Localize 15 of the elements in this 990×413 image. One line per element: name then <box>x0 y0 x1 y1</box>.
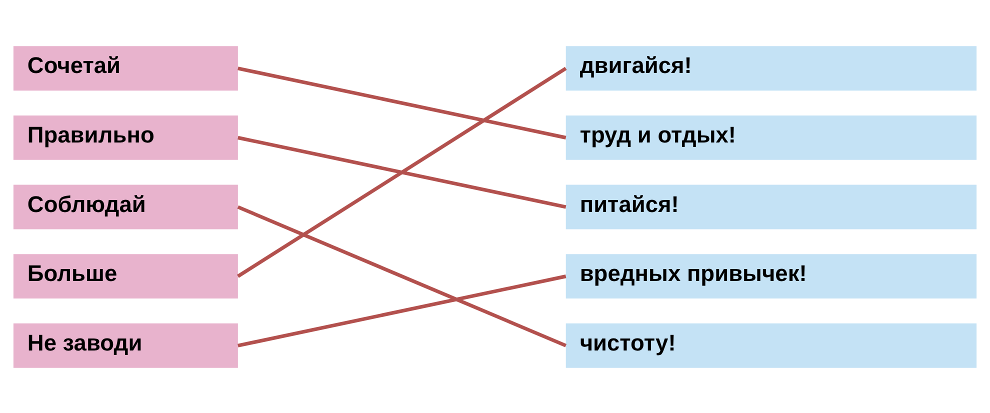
connector <box>237 204 567 347</box>
node-box: питайся! <box>566 184 977 229</box>
node-box: труд и отдых! <box>566 114 977 160</box>
node-box: Правильно <box>13 114 238 160</box>
connector <box>238 66 566 139</box>
node-box: Больше <box>13 254 238 298</box>
node-box: Не заводи <box>13 322 238 368</box>
node-box: Сочетай <box>13 46 238 90</box>
connector <box>238 135 566 208</box>
connector <box>238 274 566 347</box>
node-box: двигайся! <box>566 46 977 90</box>
node-box: Соблюдай <box>13 184 238 229</box>
node-box: чистоту! <box>566 322 977 368</box>
connector <box>236 66 567 278</box>
node-box: вредных привычек! <box>566 254 977 298</box>
